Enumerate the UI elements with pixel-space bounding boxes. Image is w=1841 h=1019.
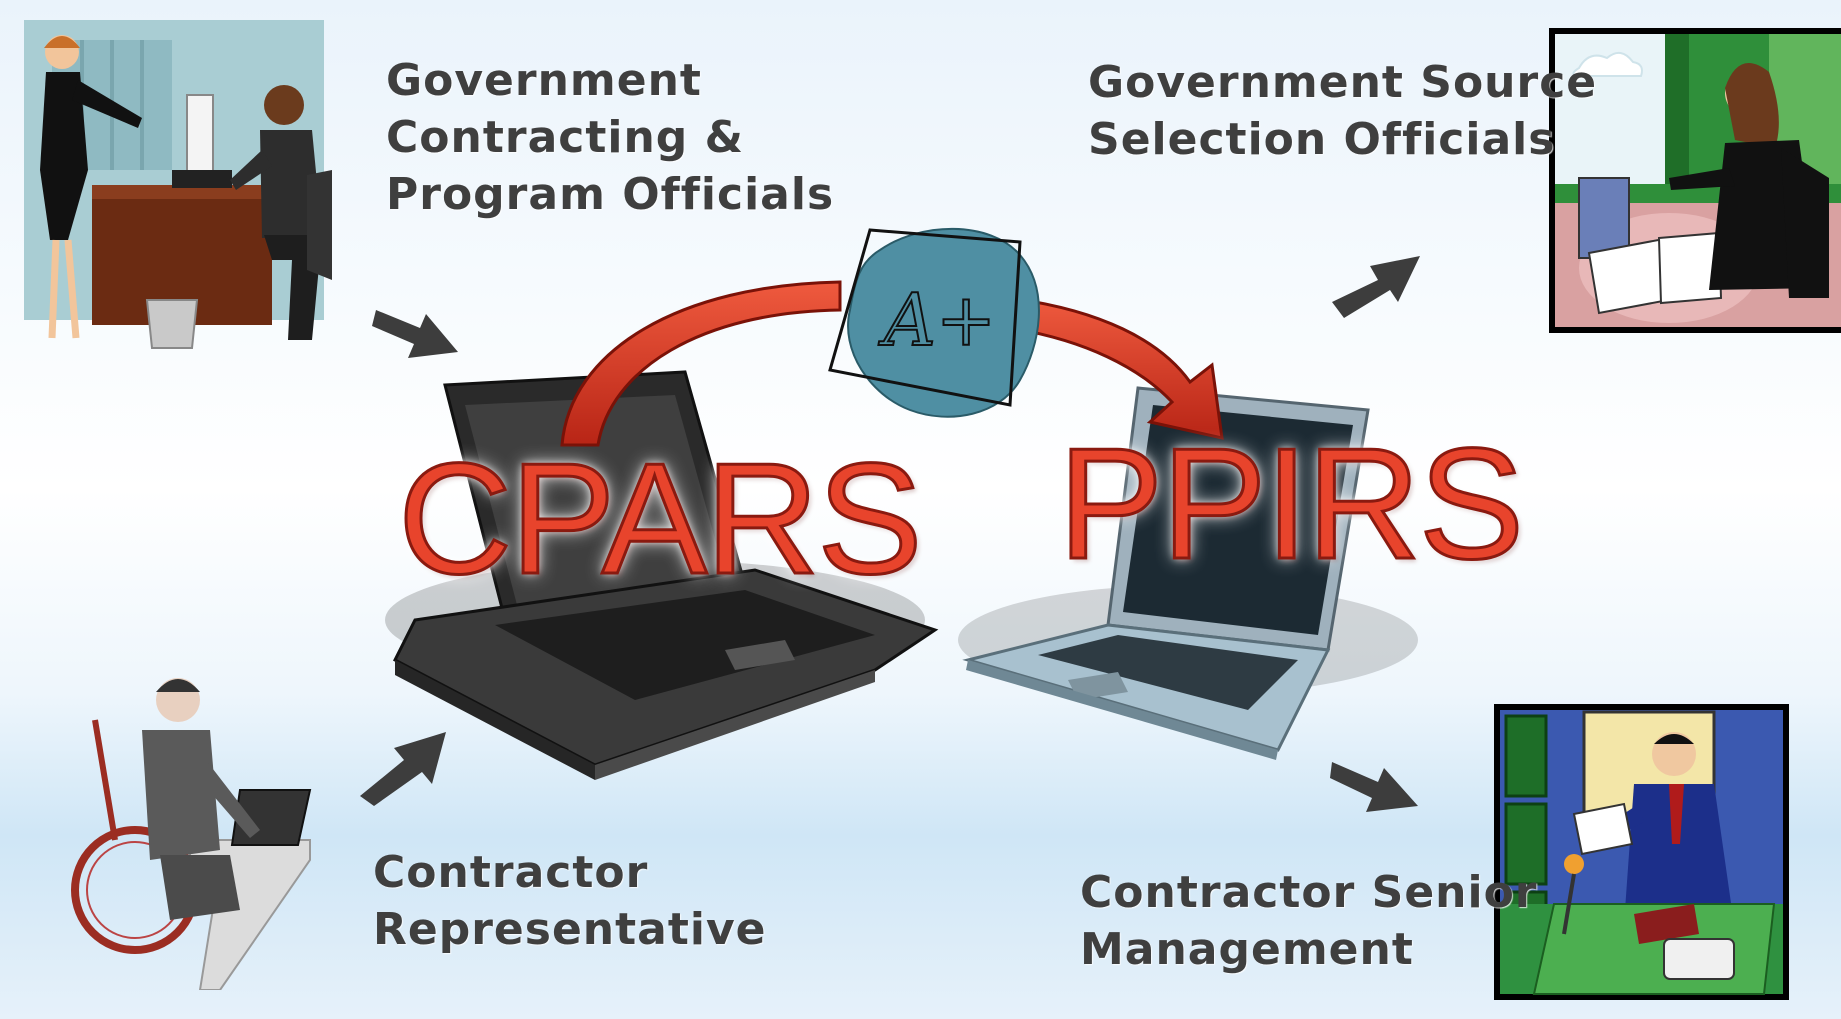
- businessman-clipart: [1494, 704, 1789, 1000]
- arrow-icon-top-right: [1332, 246, 1422, 322]
- label-line: Selection Officials: [1088, 114, 1556, 165]
- label-line: Management: [1080, 924, 1414, 975]
- label-line: Government Source: [1088, 57, 1598, 108]
- contractor-mgmt-label: Contractor Senior Management: [1080, 864, 1538, 978]
- label-line: Contracting &: [386, 112, 744, 163]
- evaluation-flow-graphic: A+: [540, 200, 1260, 480]
- cpars-laptop-image: [355, 370, 945, 780]
- gov-source-selection-label: Government Source Selection Officials: [1088, 54, 1597, 168]
- gov-contracting-label: Government Contracting & Program Officia…: [386, 52, 834, 223]
- label-line: Contractor: [373, 847, 649, 898]
- label-line: Contractor Senior: [1080, 867, 1538, 918]
- wheelchair-laptop-clipart: [60, 660, 330, 990]
- cpars-title: CPARS: [397, 431, 925, 607]
- arrow-icon-bottom-right: [1330, 748, 1420, 818]
- label-line: Government: [386, 55, 702, 106]
- ppirs-title: PPIRS: [1056, 416, 1525, 592]
- label-line: Program Officials: [386, 169, 835, 220]
- office-meeting-clipart: [22, 20, 332, 350]
- curved-arrow-icon: [560, 280, 842, 447]
- grade-text: A+: [878, 278, 996, 362]
- label-line: Representative: [373, 904, 767, 955]
- grade-blob-shape: [847, 227, 1040, 418]
- arrow-icon-bottom-left: [360, 726, 450, 808]
- contractor-rep-label: Contractor Representative: [373, 844, 766, 958]
- ppirs-laptop-image: [948, 380, 1418, 760]
- woman-at-desk-clipart: [1549, 28, 1841, 333]
- arrow-icon-top-left: [372, 296, 462, 366]
